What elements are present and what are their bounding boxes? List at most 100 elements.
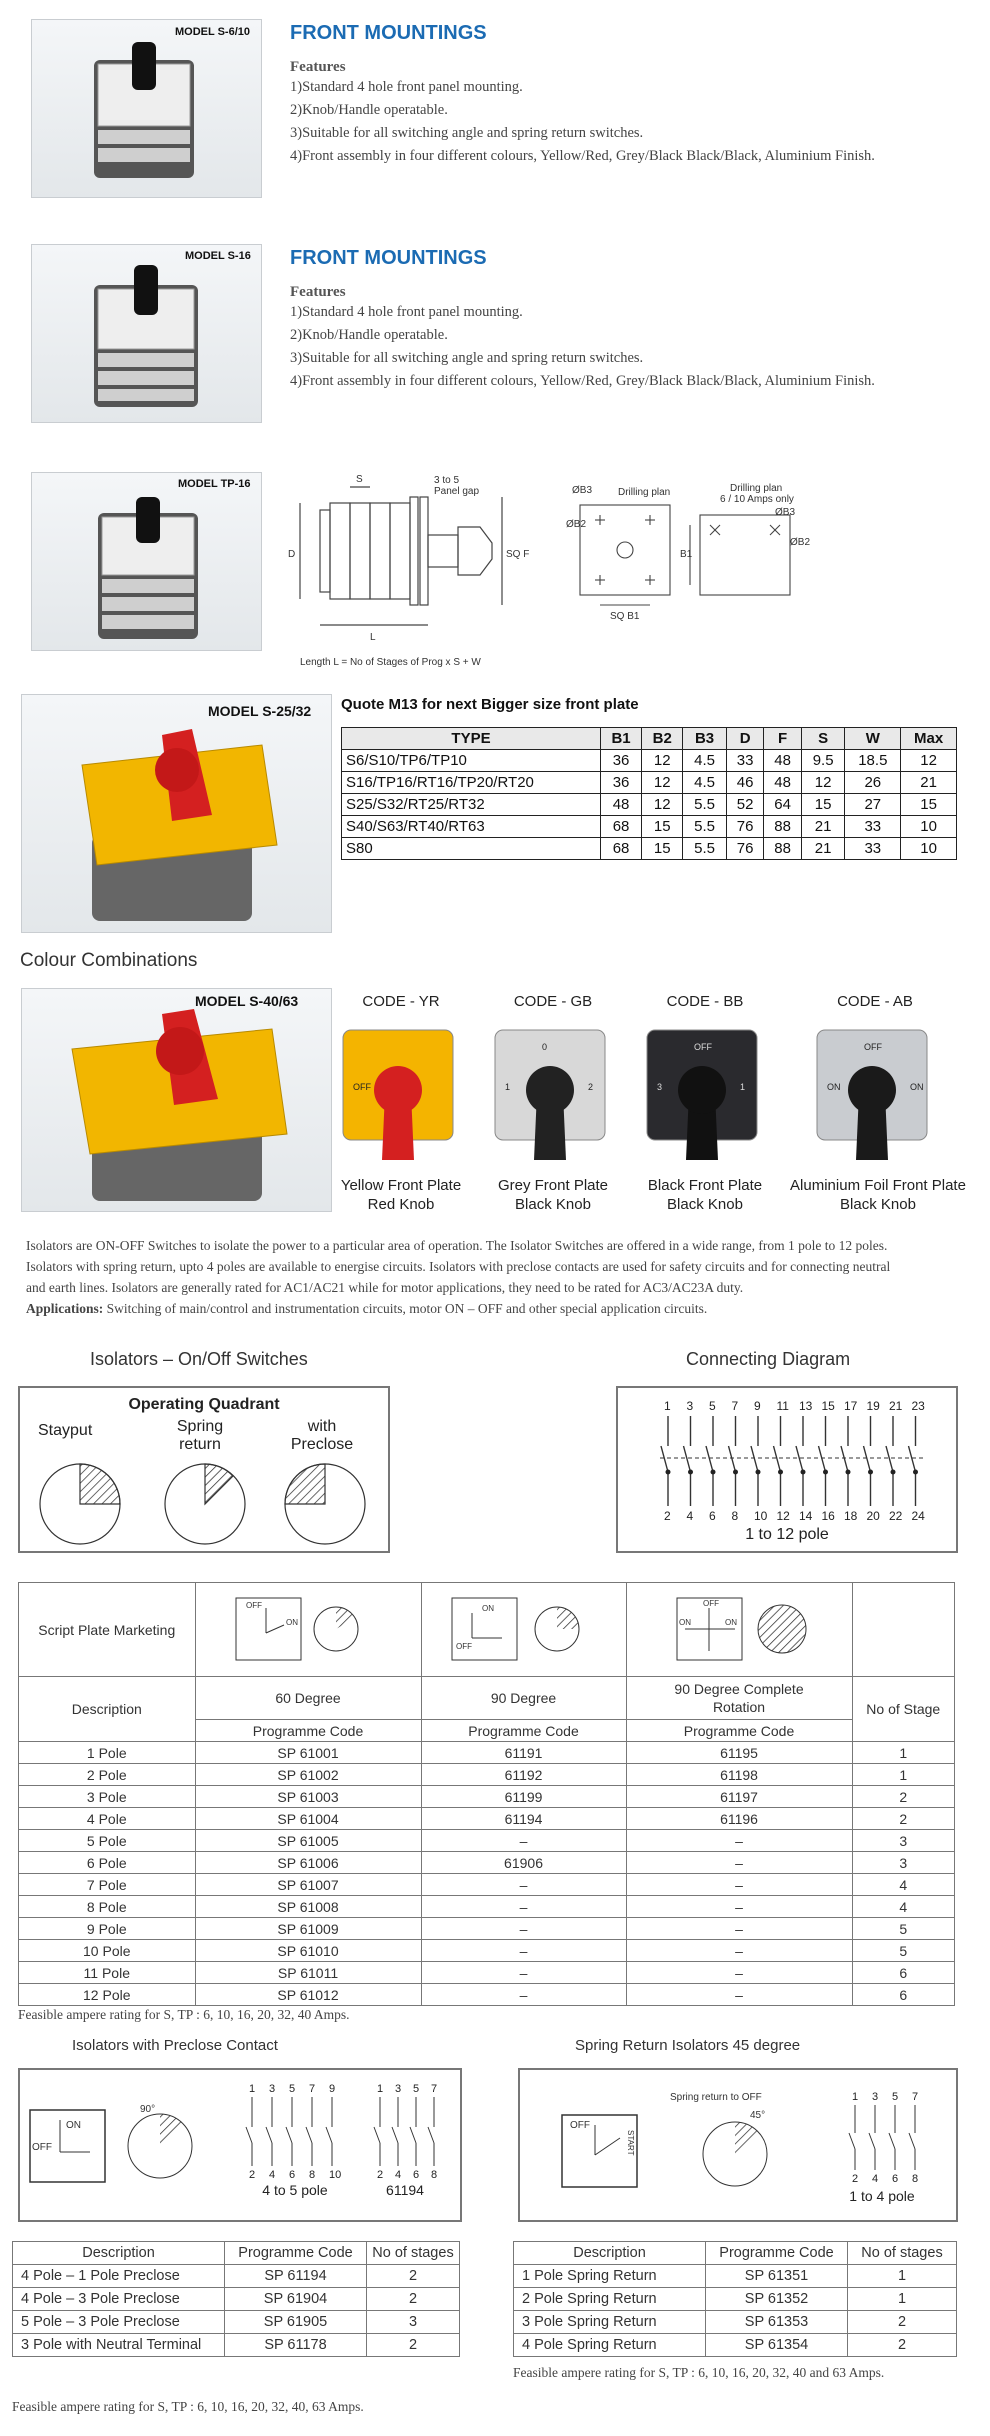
cell: 33: [725, 749, 765, 772]
caption-line: Aluminium Foil Front Plate: [790, 1177, 966, 1194]
cell: 21: [900, 771, 957, 794]
plate-marking: 0: [542, 1042, 547, 1052]
contact-switch: [265, 2126, 273, 2144]
terminal-number: 18: [844, 1509, 858, 1523]
plate-marking: 1: [505, 1082, 510, 1092]
cell: 2: [366, 2287, 460, 2311]
icon-text: ON: [482, 1604, 494, 1613]
cell: 1: [851, 1741, 956, 1764]
dim-label: D: [288, 549, 295, 560]
cell: 1: [851, 1763, 956, 1786]
cell: 4: [851, 1873, 956, 1896]
plate-marking: 3: [657, 1082, 662, 1092]
cell: 2: [366, 2333, 460, 2357]
contact-dot: [733, 1469, 738, 1475]
cell: 33: [844, 815, 902, 838]
model-label: MODEL S-16: [185, 250, 251, 262]
dim-label: ØB3: [775, 507, 795, 518]
cell: 21: [800, 815, 846, 838]
caption-line: Red Knob: [367, 1196, 435, 1213]
terminal-number: 19: [867, 1399, 881, 1413]
section-title: FRONT MOUNTINGS: [290, 22, 487, 44]
feature-item: 1)Standard 4 hole front panel mounting.: [290, 304, 523, 320]
cell: 9 Pole: [18, 1917, 196, 1940]
cell: 61906: [420, 1851, 627, 1874]
terminal-number: 9: [329, 2083, 335, 2095]
diagram-caption: 1 to 4 pole: [849, 2188, 915, 2204]
terminal-number: 5: [413, 2083, 419, 2095]
terminal-number: 4: [269, 2169, 275, 2181]
diagram-caption: 1 to 12 pole: [745, 1526, 829, 1543]
cell: 6: [851, 1983, 956, 2006]
cell: 68: [599, 815, 643, 838]
model-label: MODEL S-6/10: [175, 26, 250, 38]
quadrant-label-line: Spring: [176, 1418, 224, 1435]
terminal-number: 12: [777, 1509, 791, 1523]
contact-switch: [391, 2126, 399, 2144]
contact-line: [660, 1445, 669, 1473]
cell: SP 61002: [194, 1763, 422, 1786]
terminal-number: 2: [664, 1509, 671, 1523]
cell: SP 61004: [194, 1807, 422, 1830]
contact-dot: [665, 1469, 671, 1475]
cell: 1 Pole Spring Return: [513, 2264, 706, 2288]
caption-line: Black Front Plate: [647, 1177, 763, 1194]
cell: –: [625, 1851, 853, 1874]
cell: 6: [851, 1961, 956, 1984]
column-header: 90 Degree: [420, 1676, 627, 1720]
terminal-number: 7: [431, 2083, 437, 2095]
terminal-number: 5: [892, 2091, 898, 2103]
rotary-switch-image: [81, 729, 278, 921]
contact-dot: [890, 1469, 896, 1475]
contact-switch: [908, 2132, 916, 2150]
quadrant-pies: [39, 1463, 366, 1545]
header-line: Rotation: [712, 1699, 766, 1715]
cell: S80: [341, 837, 601, 860]
cell: SP 61352: [705, 2287, 848, 2311]
diagram-caption: 4 to 5 pole: [262, 2182, 328, 2198]
cell: 2: [851, 1807, 956, 1830]
cell: 76: [725, 837, 765, 860]
cell: 88: [763, 837, 802, 860]
terminal-number: 24: [912, 1509, 926, 1523]
icon-text: OFF: [246, 1601, 262, 1610]
feature-item: 4)Front assembly in four different colou…: [290, 148, 875, 164]
caption-line: Black Knob: [667, 1196, 743, 1213]
terminal-number: 1: [249, 2083, 255, 2095]
swatch-1: OFF: [342, 1029, 454, 1160]
cell: 12: [641, 771, 684, 794]
cell: 52: [725, 793, 765, 816]
product-photo-s4063: [21, 988, 332, 1212]
column-header: F: [763, 727, 802, 750]
cell: 12: [900, 749, 957, 772]
cell: SP 61904: [224, 2287, 367, 2311]
cell: SP 61006: [194, 1851, 422, 1874]
cell: –: [420, 1895, 627, 1918]
cell: –: [625, 1983, 853, 2006]
contact-line: [907, 1445, 917, 1473]
cell: 46: [725, 771, 765, 794]
terminal-number: 3: [269, 2083, 275, 2095]
cell: SP 61194: [224, 2264, 367, 2288]
contact-switch: [868, 2132, 876, 2150]
header-line: 90 Degree Complete: [674, 1681, 804, 1697]
cell: 88: [763, 815, 802, 838]
terminal-number: 23: [912, 1399, 926, 1413]
terminal-number: 14: [799, 1509, 813, 1523]
cell: 2: [847, 2333, 957, 2357]
plate-marking: OFF: [864, 1042, 882, 1052]
contact-dot: [778, 1469, 783, 1475]
cell: 5.5: [682, 837, 727, 860]
terminal-number: 20: [867, 1509, 881, 1523]
